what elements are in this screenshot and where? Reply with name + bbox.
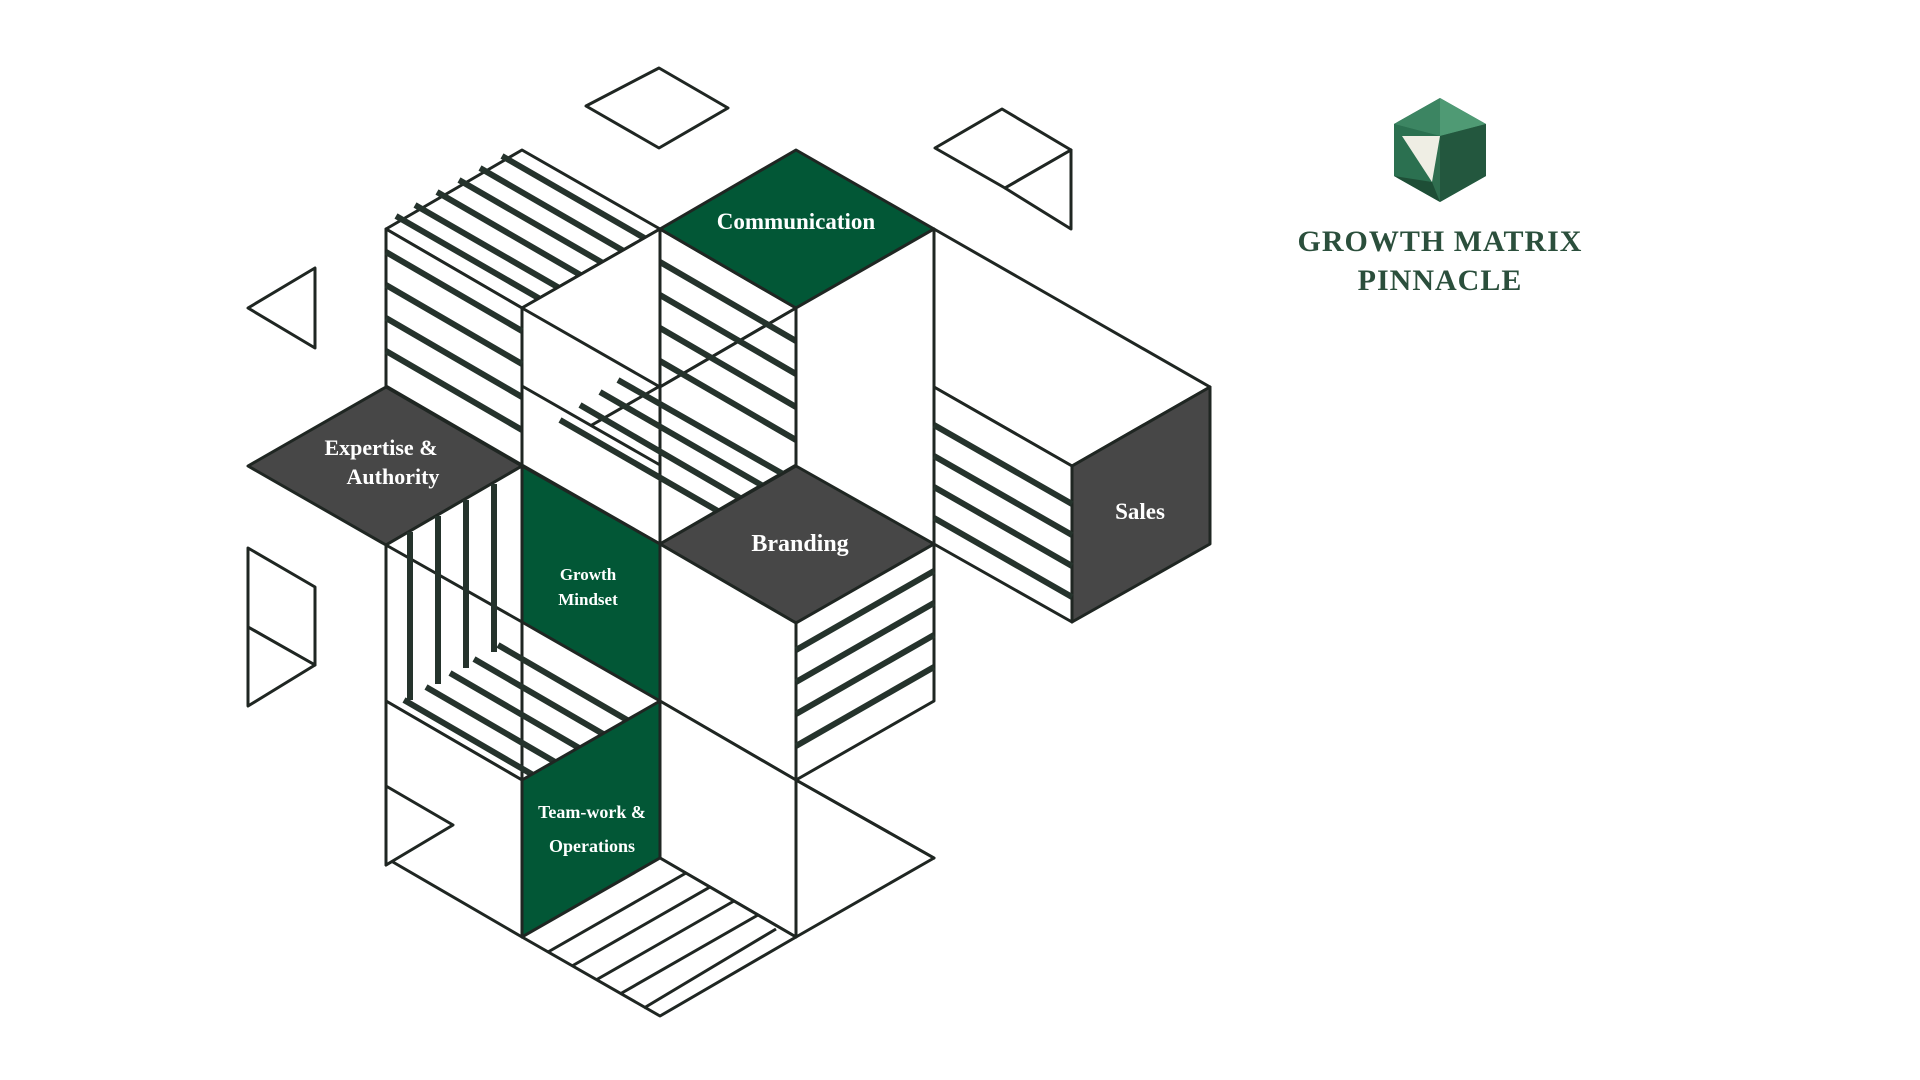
bottom-right-rhombus xyxy=(794,778,936,939)
hexagon-gem-logo-icon xyxy=(1394,98,1486,202)
branding-label: Branding xyxy=(751,531,848,557)
communication-label: Communication xyxy=(717,209,876,234)
brand-title: GROWTH MATRIX PINNACLE xyxy=(1270,222,1610,300)
floating-shape-left xyxy=(246,546,317,708)
expertise-label-line1: Expertise & xyxy=(324,435,437,460)
expertise-label-line2: Authority xyxy=(347,464,440,489)
brand-title-line2: PINNACLE xyxy=(1357,264,1523,297)
floating-rhombus-top xyxy=(584,66,730,150)
floating-shape-top-right xyxy=(933,107,1073,231)
teamwork-label-line1: Team-work & xyxy=(538,802,646,822)
growth-label-line2: Mindset xyxy=(558,590,618,609)
sales-face xyxy=(1070,385,1212,624)
sales-label: Sales xyxy=(1115,499,1165,524)
floating-triangle-left xyxy=(246,266,317,350)
brand-block: GROWTH MATRIX PINNACLE xyxy=(1270,96,1610,300)
growth-label-line1: Growth xyxy=(560,565,617,584)
expertise-block xyxy=(246,385,636,782)
branding-block xyxy=(658,464,936,782)
teamwork-label-line2: Operations xyxy=(549,836,635,856)
brand-title-line1: GROWTH MATRIX xyxy=(1297,225,1583,258)
sales-block xyxy=(932,227,1212,624)
